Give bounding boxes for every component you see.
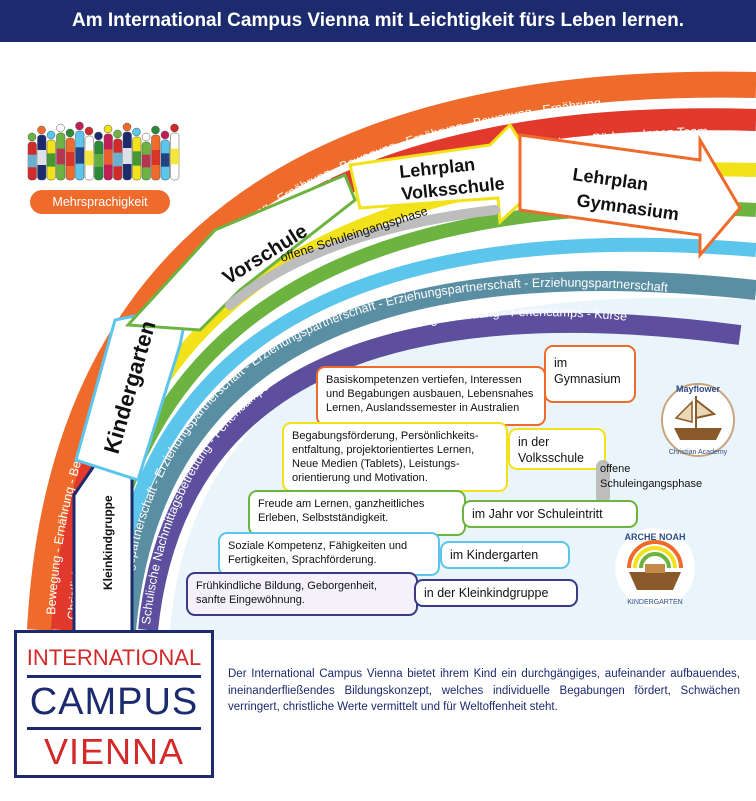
person-head <box>65 128 75 138</box>
tag-kindergarten: im Kindergarten <box>440 541 570 569</box>
tag-vorschule: im Jahr vor Schuleintritt <box>462 500 638 528</box>
tag-gymnasium: im Gymnasium <box>544 345 636 403</box>
person-head <box>56 123 65 133</box>
mayflower-logo: Mayflower Christian Academy <box>661 383 735 457</box>
person-flag-stripe <box>37 150 46 165</box>
box-gymnasium: Basiskompetenzen vertiefen, Interessen u… <box>316 366 546 426</box>
box-vorschule: Freude am Lernen, ganzheitliches Erleben… <box>248 490 466 536</box>
person-flag-stripe <box>28 154 37 168</box>
person-head <box>27 132 37 142</box>
box-kindergarten: Soziale Kompetenz, Fähigkeiten und Ferti… <box>218 532 440 576</box>
person-flag-stripe <box>170 148 179 165</box>
arrow-vorschule <box>124 173 357 332</box>
tag-kleinkindgruppe: in der Kleinkindgruppe <box>414 579 578 607</box>
box-volksschule: Begabungsförderung, Persönlichkeits-entf… <box>282 422 508 492</box>
arc-orange <box>27 71 756 631</box>
svg-text:Christian Academy: Christian Academy <box>669 449 728 456</box>
description-paragraph: Der International Campus Vienna bietet i… <box>228 668 740 713</box>
arc-teal <box>116 271 756 631</box>
box-kleinkindgruppe: Frühkindliche Bildung, Geborgenheit, san… <box>186 572 418 616</box>
offene-schuleingangsphase-label: offene Schuleingangsphase <box>600 463 703 490</box>
person-head <box>75 121 84 131</box>
label-kleinkindgruppe: Kleinkindgruppe <box>101 495 115 590</box>
international-campus-vienna-logo: INTERNATIONAL CAMPUS VIENNA <box>14 630 214 778</box>
grey-transition-bar <box>225 205 500 310</box>
person-head <box>113 129 122 139</box>
person-head <box>46 130 56 140</box>
person-flag-stripe <box>104 149 113 165</box>
person-flag-stripe <box>142 154 151 168</box>
person-head <box>141 132 151 142</box>
person-flag-stripe <box>94 154 103 167</box>
mehrsprachigkeit-badge: Mehrsprachigkeit <box>30 190 170 214</box>
archenoah-logo: ARCHE NOAH KINDERGARTEN <box>615 528 695 608</box>
person-head <box>37 125 46 135</box>
svg-text:ARCHE NOAH: ARCHE NOAH <box>624 532 685 542</box>
svg-text:Mayflower: Mayflower <box>676 384 721 394</box>
person-flag-stripe <box>113 152 122 167</box>
person-head <box>160 130 170 140</box>
arrow-kleinkindgruppe <box>72 461 134 642</box>
person-flag-stripe <box>47 153 56 167</box>
offene-tab <box>596 460 610 504</box>
tag-volksschule: in der Volksschule <box>508 428 606 470</box>
person-flag-stripe <box>132 151 141 166</box>
person-flag-stripe <box>85 150 94 166</box>
person-flag-stripe <box>123 148 132 164</box>
logo-line-3: VIENNA <box>43 731 185 772</box>
arc-purple <box>138 312 742 632</box>
person-head <box>122 122 132 132</box>
logo-divider-1 <box>27 675 201 678</box>
person-flag-stripe <box>66 152 75 166</box>
logo-divider-2 <box>27 727 201 730</box>
person-head <box>84 126 94 136</box>
svg-text:KINDERGARTEN: KINDERGARTEN <box>627 599 683 606</box>
person-head <box>151 125 160 135</box>
person-flag-stripe <box>75 147 84 164</box>
person-head <box>132 127 141 137</box>
flag-people-illustration <box>27 121 180 181</box>
arrow-gymnasium <box>518 133 742 260</box>
person-head <box>170 123 179 133</box>
logo-line-1: INTERNATIONAL <box>26 645 202 670</box>
person-flag-stripe <box>151 150 160 165</box>
person-flag-stripe <box>56 148 65 165</box>
logo-line-2: CAMPUS <box>29 681 199 723</box>
page-title: Am International Campus Vienna mit Leich… <box>0 0 756 42</box>
person-flag-stripe <box>161 153 170 167</box>
person-head <box>103 124 113 134</box>
person-head <box>94 131 103 141</box>
